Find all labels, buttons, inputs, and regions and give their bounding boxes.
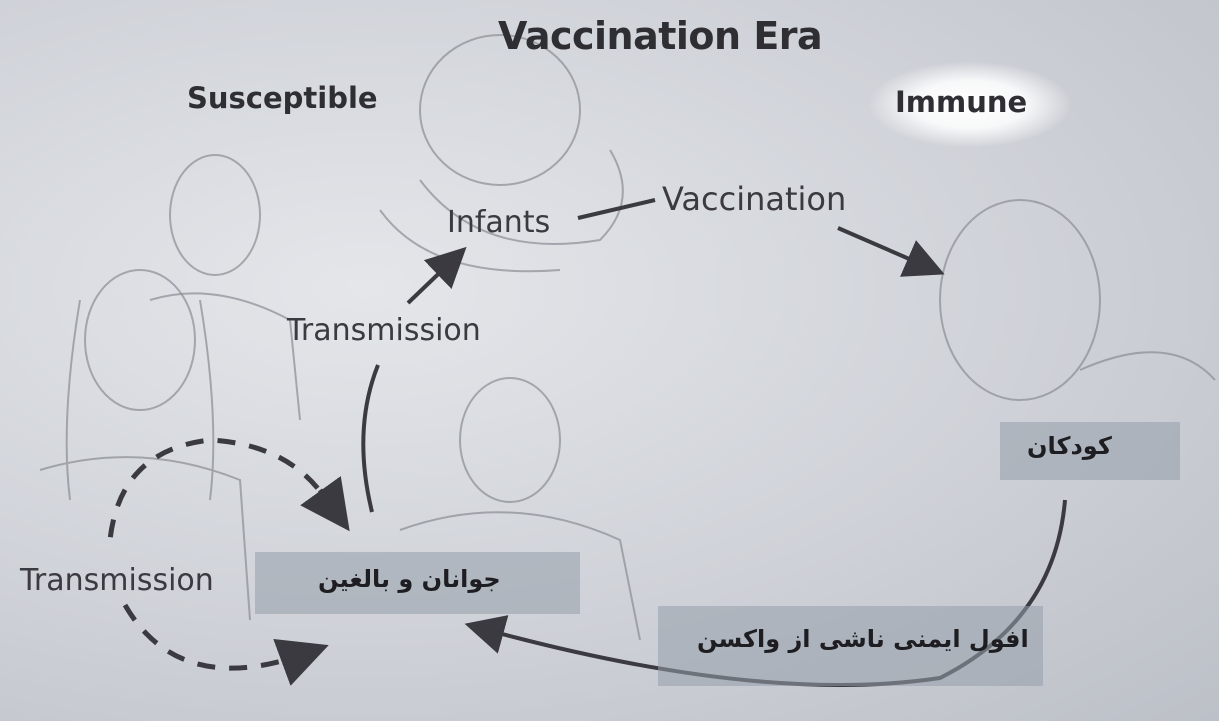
adult-transmission-dashed-head — [320, 490, 338, 515]
immune-label: Immune — [895, 85, 1027, 119]
vaccination-label: Vaccination — [662, 180, 846, 218]
transmission-loop-arc — [363, 365, 378, 512]
child-sketch — [940, 200, 1215, 400]
adult-man-sketch — [150, 155, 300, 420]
transmission-label-lower: Transmission — [20, 563, 214, 598]
diagram-title: Vaccination Era — [498, 14, 822, 58]
infants-label: Infants — [447, 205, 550, 240]
vaccination-arrow — [838, 228, 930, 268]
waning-immunity-label: افول ایمنی ناشی از واکسن — [697, 625, 1029, 653]
transmission-to-infants-arrow — [408, 258, 455, 303]
susceptible-label: Susceptible — [187, 81, 378, 115]
transmission-label-upper: Transmission — [287, 313, 481, 348]
adults-label: جوانان و بالغین — [318, 565, 501, 593]
children-label: کودکان — [1027, 432, 1112, 460]
